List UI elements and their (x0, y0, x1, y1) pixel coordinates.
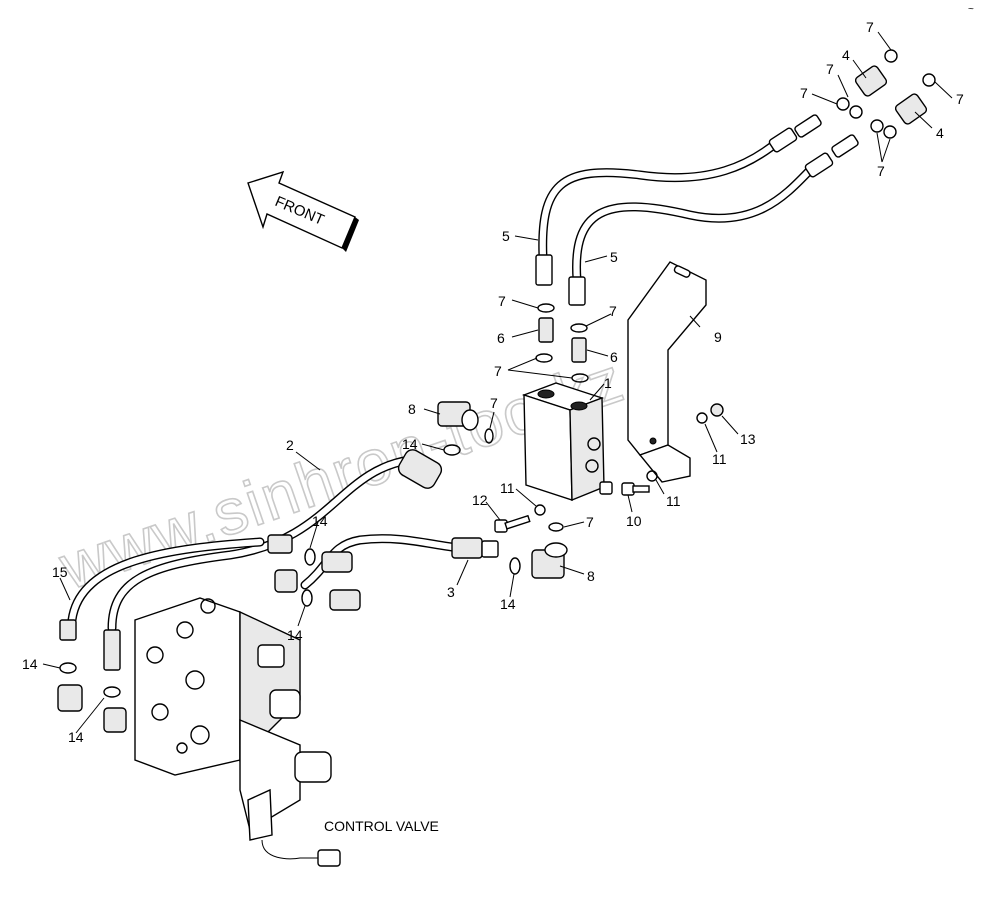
control-valve-assembly (134, 597, 341, 867)
bolt-12 (494, 514, 531, 533)
callout-4: 4 (936, 125, 944, 141)
callout-14: 14 (22, 656, 38, 672)
callout-numbers: 7 4 7 7 7 4 7 5 5 7 7 6 6 7 1 9 8 7 14 2… (22, 19, 964, 745)
callout-12: 12 (472, 492, 488, 508)
hose-end-right (568, 276, 586, 306)
elbow-fitting-4b (870, 73, 936, 139)
callout-7: 7 (498, 293, 506, 309)
hose-15 (57, 619, 127, 733)
washer-11-mid (534, 504, 546, 516)
bolt-10 (621, 482, 650, 496)
o-ring-14-b (304, 548, 316, 566)
o-ring-14-c (509, 557, 521, 575)
callout-10: 10 (626, 513, 642, 529)
nut-13 (710, 403, 724, 417)
callout-8: 8 (587, 568, 595, 584)
callout-7: 7 (877, 163, 885, 179)
callout-14: 14 (287, 627, 303, 643)
callout-14: 14 (68, 729, 84, 745)
leader-lines (42, 31, 953, 734)
callout-15: 15 (52, 564, 68, 580)
callout-7: 7 (490, 395, 498, 411)
callout-7: 7 (826, 61, 834, 77)
callout-7: 7 (494, 363, 502, 379)
washer-11-upper (696, 412, 708, 424)
washer-11-lower (646, 470, 658, 482)
callout-14: 14 (402, 436, 418, 452)
callout-6: 6 (610, 349, 618, 365)
hose-pair-5 (535, 114, 859, 306)
callout-14: 14 (500, 596, 516, 612)
callout-4: 4 (842, 47, 850, 63)
o-ring-14-f (103, 686, 121, 698)
callout-14: 14 (312, 513, 328, 529)
corner-mark: ~ (968, 4, 974, 15)
callout-6: 6 (497, 330, 505, 346)
front-arrow: FRONT (247, 170, 359, 252)
o-ring-7-side (484, 428, 494, 444)
callout-3: 3 (447, 584, 455, 600)
callout-2: 2 (286, 437, 294, 453)
bracket-9 (627, 261, 707, 483)
callout-11: 11 (500, 480, 515, 496)
adapter-6-left (535, 303, 555, 363)
o-ring-7-bottom (548, 522, 564, 532)
hose-end-left (535, 254, 553, 286)
control-valve-label: CONTROL VALVE (324, 818, 439, 834)
elbow-fitting-8-lower (531, 542, 568, 579)
callout-7: 7 (866, 19, 874, 35)
o-ring-14-d (301, 589, 313, 607)
hose-2 (67, 449, 443, 633)
o-ring-14-e (59, 662, 77, 674)
callout-13: 13 (740, 431, 756, 447)
valve-block-1 (521, 382, 613, 502)
callout-7: 7 (800, 85, 808, 101)
elbow-fitting-8-upper (437, 401, 479, 431)
callout-5: 5 (610, 249, 618, 265)
callout-7: 7 (956, 91, 964, 107)
callout-11: 11 (712, 451, 727, 467)
callout-1: 1 (604, 375, 612, 391)
adapter-pair-left (274, 551, 361, 611)
callout-9: 9 (714, 329, 722, 345)
callout-11: 11 (666, 493, 681, 509)
callout-7: 7 (586, 514, 594, 530)
callout-5: 5 (502, 228, 510, 244)
callout-8: 8 (408, 401, 416, 417)
callout-7: 7 (609, 303, 617, 319)
